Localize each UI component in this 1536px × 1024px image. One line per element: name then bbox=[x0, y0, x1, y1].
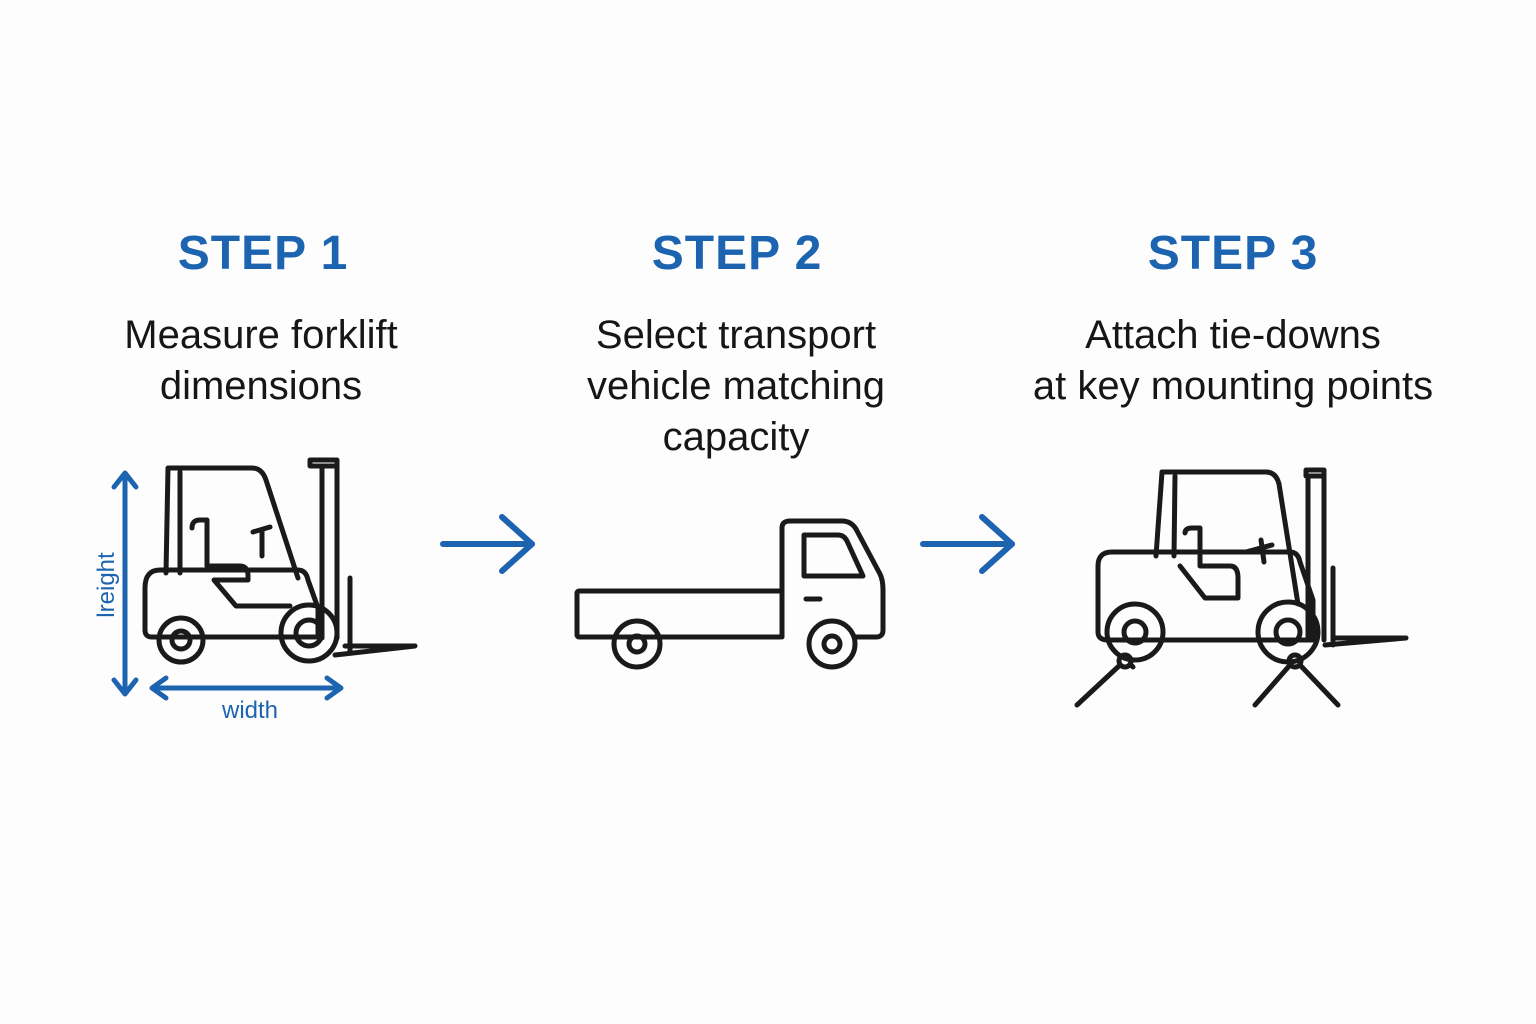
step-2-description-line: vehicle matching bbox=[587, 364, 885, 408]
arrow-right-icon bbox=[920, 514, 1015, 574]
step-3-illustration bbox=[1074, 467, 1409, 708]
step-3-description-line: at key mounting points bbox=[1032, 364, 1434, 408]
step-2-description-line: Select transport bbox=[595, 313, 877, 357]
step-1-description: Measure forklift dimensions bbox=[31, 310, 491, 412]
step-1-description-line: dimensions bbox=[159, 364, 363, 408]
step-1-title: STEP 1 bbox=[177, 227, 349, 280]
forklift-icon bbox=[142, 457, 418, 665]
tie-down-strap-icon bbox=[1074, 652, 1136, 708]
step-3-description: Attach tie-downs at key mounting points bbox=[1003, 310, 1463, 412]
arrow-right-icon bbox=[440, 514, 535, 574]
width-label: width bbox=[221, 697, 278, 724]
step-1-illustration: lreight width bbox=[93, 457, 418, 724]
step-2-description: Select transport vehicle matching capaci… bbox=[506, 310, 966, 463]
height-dimension-arrow bbox=[111, 470, 139, 697]
step-3-title: STEP 3 bbox=[1147, 227, 1319, 280]
tie-down-strap-icon bbox=[1252, 652, 1341, 708]
width-dimension-arrow bbox=[149, 675, 344, 701]
height-label: lreight bbox=[93, 552, 120, 618]
flatbed-truck-icon bbox=[574, 518, 886, 670]
step-3-description-line: Attach tie-downs bbox=[1085, 313, 1381, 357]
step-2-description-line: capacity bbox=[662, 415, 810, 459]
forklift-icon bbox=[1095, 467, 1409, 665]
step-1-description-line: Measure forklift bbox=[124, 313, 398, 357]
step-2-title: STEP 2 bbox=[651, 227, 823, 280]
